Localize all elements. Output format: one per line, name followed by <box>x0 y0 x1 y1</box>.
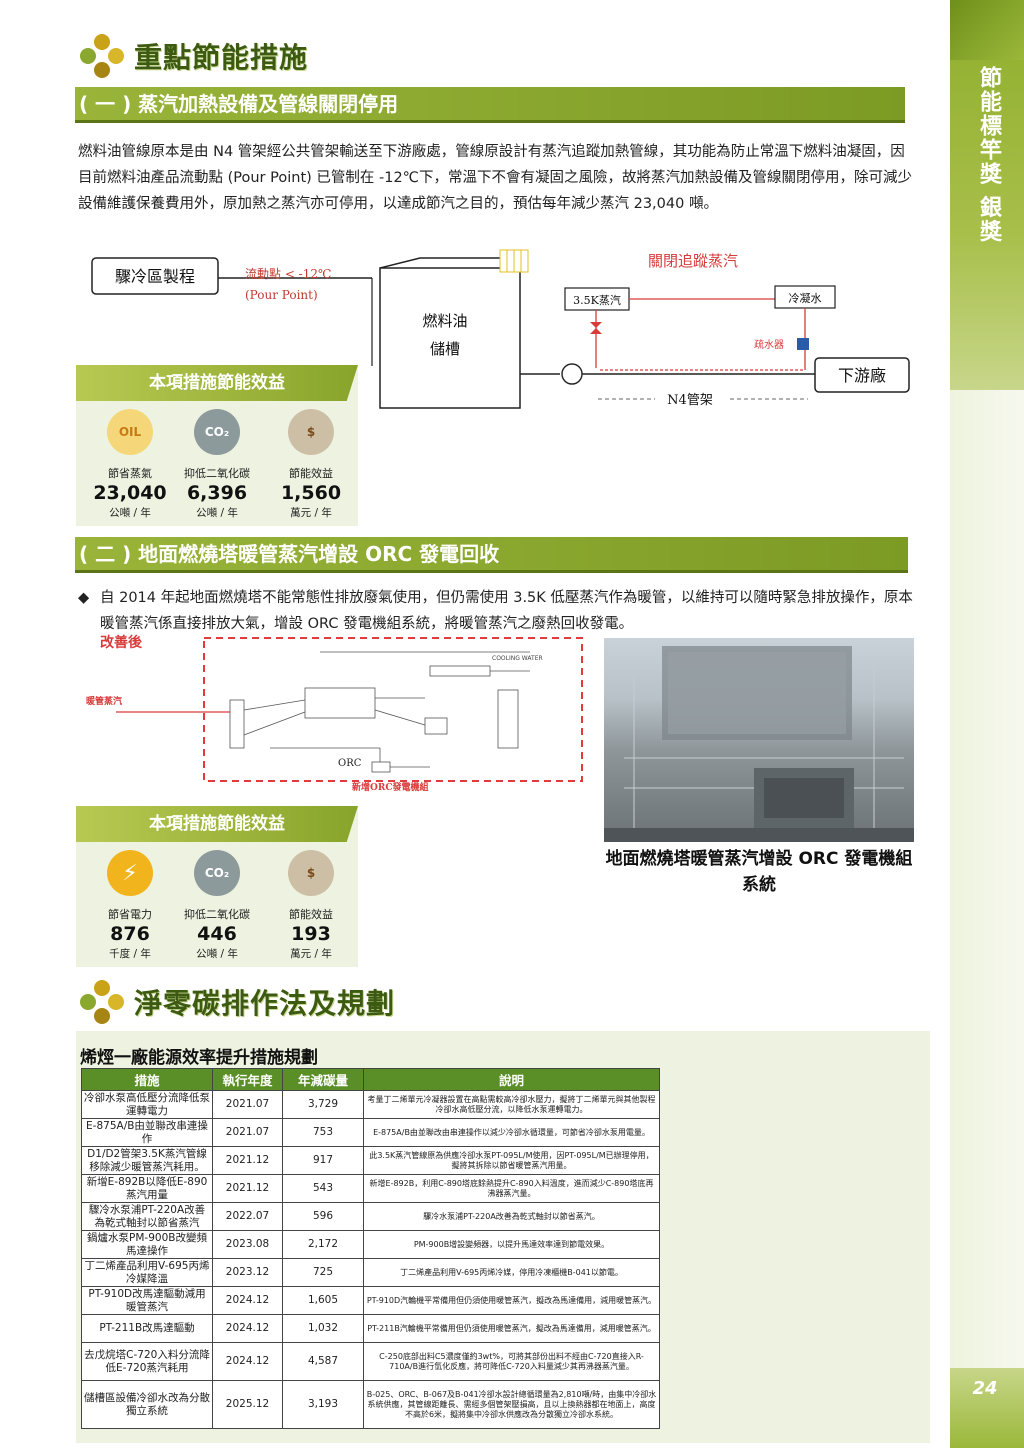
after-label: 改善後 <box>100 634 143 651</box>
subsection-heading-1: ( 一 ) 蒸汽加熱設備及管線關閉停用 <box>75 87 905 123</box>
benefit-item-co2: CO₂ 抑低二氧化碳 6,396 公噸 / 年 <box>177 409 257 520</box>
flow-note-1: 流動點 < -12℃ <box>245 267 331 281</box>
bullet-icon: ◆ <box>78 590 90 606</box>
close-trace-label: 關閉追蹤蒸汽 <box>648 252 738 270</box>
oil-icon: OIL <box>107 409 153 455</box>
section-title: 重點節能措施 <box>134 41 309 74</box>
header-description: 說明 <box>363 1068 660 1091</box>
flower-icon <box>80 34 124 78</box>
flow-note-2: (Pour Point) <box>245 288 318 302</box>
cooling-water-label: COOLING WATER <box>492 655 543 662</box>
money-icon: $ <box>288 409 334 455</box>
side-rail-top <box>950 0 1024 390</box>
flower-icon <box>80 980 124 1024</box>
benefit-panel-2: 本項措施節能效益 ⚡ 節省電力 876 千度 / 年 CO₂ 抑低二氧化碳 44… <box>76 806 358 967</box>
fuel-oil-steam-diagram: 驟冷區製程 流動點 < -12℃ (Pour Point) 燃料油 儲槽 關閉追… <box>91 249 910 409</box>
photo-caption: 地面燃燒塔暖管蒸汽增設 ORC 發電機組系統 <box>605 849 913 895</box>
subsection-1-paragraph: 燃料油管線原本是由 N4 管架經公共管架輸送至下游廠處，管線原設計有蒸汽追蹤加熱… <box>78 144 912 212</box>
pump-icon <box>561 363 583 385</box>
benefit-item-steam: OIL 節省蒸氣 23,040 公噸 / 年 <box>90 409 170 520</box>
steam-box-label: 3.5K蒸汽 <box>573 293 621 307</box>
benefit-item-power: ⚡ 節省電力 876 千度 / 年 <box>90 850 170 961</box>
table-header-row: 措施 執行年度 年減碳量 說明 <box>81 1068 660 1091</box>
subsection-heading-2: ( 二 ) 地面燃燒塔暖管蒸汽增設 ORC 發電回收 <box>75 537 908 573</box>
side-rail-bottom <box>950 1368 1024 1448</box>
benefit-item-co2: CO₂ 抑低二氧化碳 446 公噸 / 年 <box>177 850 257 961</box>
destination-box-label: 下游廠 <box>838 366 886 385</box>
photo-placeholder <box>604 646 914 842</box>
co2-icon: CO₂ <box>194 850 240 896</box>
subsection-2-bullet: ◆ 自 2014 年起地面燃燒塔不能常態性排放廢氣使用，但仍需使用 3.5K 低… <box>78 585 920 637</box>
benefit-panel-title: 本項措施節能效益 <box>76 365 358 401</box>
bullet-text: 自 2014 年起地面燃燒塔不能常態性排放廢氣使用，但仍需使用 3.5K 低壓蒸… <box>100 590 913 632</box>
header-year: 執行年度 <box>212 1068 283 1091</box>
steam-trap-icon <box>797 338 809 350</box>
tank-label-2: 儲槽 <box>430 340 460 358</box>
money-icon: $ <box>288 850 334 896</box>
rack-label: N4管架 <box>667 393 713 408</box>
benefit-panel-title: 本項措施節能效益 <box>76 806 358 842</box>
header-measure: 措施 <box>81 1068 213 1091</box>
section-title: 淨零碳排作法及規劃 <box>134 987 396 1020</box>
orc-label: ORC <box>338 758 362 769</box>
orc-diagram: 改善後 暖管蒸汽 COOLING WATER ORC 新增ORC發電機組 <box>86 634 583 793</box>
award-label: 節能標竿獎 銀獎 <box>976 66 1001 244</box>
new-orc-label: 新增ORC發電機組 <box>352 781 428 793</box>
lightning-icon: ⚡ <box>107 850 153 896</box>
warm-steam-label: 暖管蒸汽 <box>86 695 122 707</box>
benefit-panel-1: 本項措施節能效益 OIL 節省蒸氣 23,040 公噸 / 年 CO₂ 抑低二氧… <box>76 365 358 526</box>
header-reduction: 年減碳量 <box>282 1068 364 1091</box>
benefit-item-savings: $ 節能效益 193 萬元 / 年 <box>271 850 351 961</box>
source-box-label: 驟冷區製程 <box>115 267 195 286</box>
section-heading-key-measures: 重點節能措施 <box>80 34 308 78</box>
co2-icon: CO₂ <box>194 409 240 455</box>
valve-icon <box>590 322 602 334</box>
page-number: 24 <box>972 1378 998 1399</box>
steam-trap-label: 疏水器 <box>754 338 784 351</box>
condensate-box-label: 冷凝水 <box>789 291 822 305</box>
section-heading-net-zero: 淨零碳排作法及規劃 <box>80 980 395 1024</box>
flare-tower-orc-photo <box>604 638 914 842</box>
benefit-item-savings: $ 節能效益 1,560 萬元 / 年 <box>271 409 351 520</box>
table-title: 烯烴一廠能源效率提升措施規劃 <box>80 1048 318 1068</box>
tank-label-1: 燃料油 <box>422 312 467 330</box>
